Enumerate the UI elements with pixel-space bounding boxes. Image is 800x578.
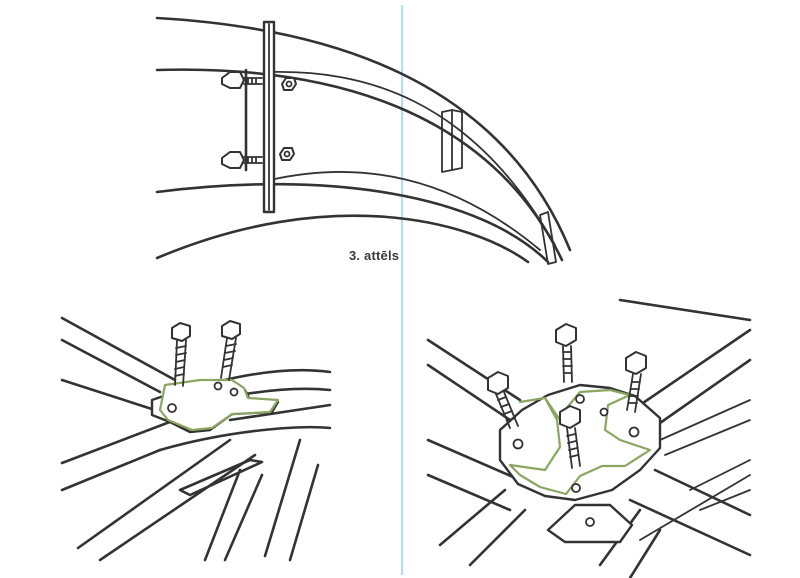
hex-bolt-upper <box>221 71 263 89</box>
top-panel-curved-rafter-joint <box>155 16 572 265</box>
bolt-center <box>559 405 581 469</box>
bolt-left <box>487 371 519 429</box>
figure-caption: 3. attēls <box>349 248 400 263</box>
bolt-top-right <box>625 351 647 413</box>
bottom-left-t-joint <box>60 316 332 562</box>
hex-bolt-lower <box>221 151 263 169</box>
hex-nut-lower <box>279 147 295 161</box>
bolt-top-center <box>555 323 577 383</box>
carriage-bolt-right <box>220 320 241 381</box>
carriage-bolt-left <box>171 322 191 387</box>
hex-nut-upper <box>281 77 297 91</box>
bottom-right-cross-joint <box>426 298 752 578</box>
